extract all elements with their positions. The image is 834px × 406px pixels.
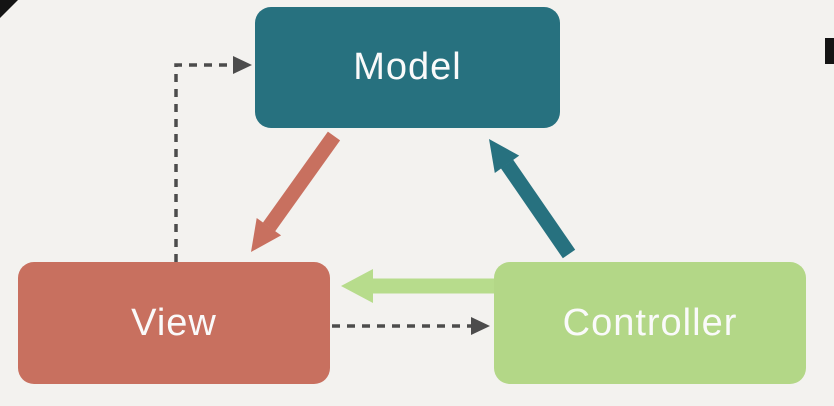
controller-label: Controller [562,301,738,344]
controller-to-model-line [500,159,576,259]
arrow-controller-to-model [489,139,576,259]
view-node: View [18,262,330,384]
model-to-view-line [262,131,341,232]
arrow-model-to-view [251,131,341,252]
model-node: Model [255,7,560,128]
view-label: View [131,301,217,344]
arrow-controller-to-view [341,269,497,303]
view-to-controller-arrowhead-icon [471,317,490,335]
controller-to-view-arrowhead-icon [341,269,373,303]
model-label: Model [353,46,462,88]
artifact-mark-right-edge [825,38,834,64]
controller-node: Controller [494,262,806,384]
arrow-view-to-model [174,56,252,262]
controller-to-model-arrowhead-icon [489,139,520,173]
view-to-model-arrowhead-icon [233,56,252,74]
view-to-model-line [174,63,234,262]
arrow-view-to-controller [332,317,490,335]
model-to-view-arrowhead-icon [251,218,282,252]
